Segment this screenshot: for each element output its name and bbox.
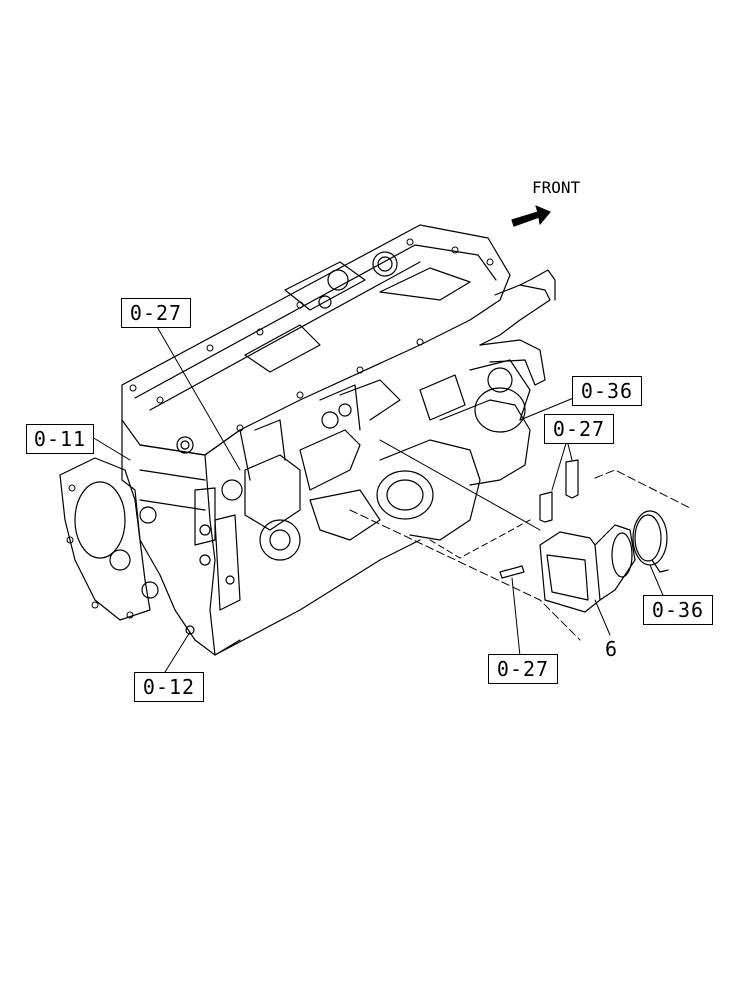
callout-0-12[interactable]: 0-12: [134, 672, 204, 702]
exhaust-elbow-part: [539, 524, 636, 613]
engine-block: [59, 224, 556, 656]
callout-0-27-bottom[interactable]: 0-27: [488, 654, 558, 684]
callout-0-36-top[interactable]: 0-36: [572, 376, 642, 406]
front-arrow-icon: [511, 205, 551, 227]
bolt-parts: [499, 459, 579, 579]
callout-0-36-bottom[interactable]: 0-36: [643, 595, 713, 625]
clamp-part: [632, 510, 669, 573]
front-label: FRONT: [532, 178, 581, 197]
callout-0-11[interactable]: 0-11: [26, 424, 94, 454]
callout-0-27-top[interactable]: 0-27: [121, 298, 191, 328]
part-number-6: 6: [605, 637, 617, 661]
callout-0-27-right[interactable]: 0-27: [544, 414, 614, 444]
leader-lines: [91, 324, 691, 673]
